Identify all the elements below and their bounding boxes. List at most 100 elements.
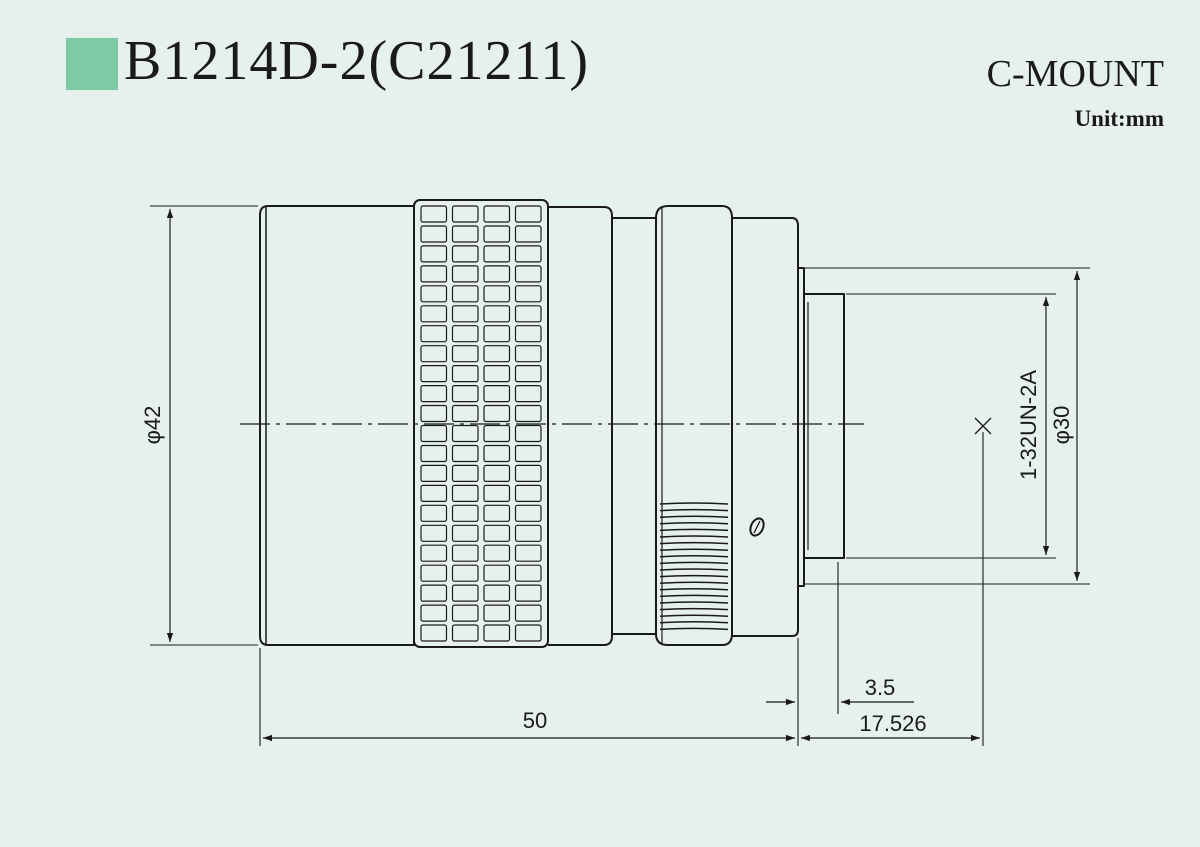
knurl-cell xyxy=(514,285,542,303)
aperture-rib xyxy=(659,502,729,505)
knurl-cell xyxy=(420,325,448,343)
knurl-cell xyxy=(451,444,479,463)
rear-body xyxy=(732,217,799,637)
aperture-ribs xyxy=(659,502,729,631)
dim-thread-label: 1-32UN-2A xyxy=(1016,370,1041,480)
knurl-cell xyxy=(514,385,542,403)
focal-point-mark xyxy=(974,417,992,435)
mid-barrel xyxy=(548,206,613,646)
knurl-cell xyxy=(451,325,479,343)
knurl-cell xyxy=(451,564,479,582)
knurl-cell xyxy=(514,584,542,602)
knurl-cell xyxy=(483,484,511,502)
knurl-cell xyxy=(483,245,511,263)
aperture-rib xyxy=(659,508,729,512)
knurl-cell xyxy=(451,245,479,263)
knurl-cell xyxy=(483,444,511,463)
aperture-rib xyxy=(659,548,729,551)
knurl-cell xyxy=(483,345,511,363)
knurl-cell xyxy=(483,305,511,323)
aperture-rib xyxy=(659,627,729,631)
knurl-cell xyxy=(451,504,479,522)
knurl-cell xyxy=(514,544,542,562)
knurl-cell xyxy=(514,444,542,463)
knurl-cell xyxy=(451,484,479,502)
knurl-cell xyxy=(420,385,448,403)
knurl-cell xyxy=(483,404,511,423)
knurl-cell xyxy=(514,225,542,243)
dim-50-label: 50 xyxy=(523,708,547,733)
knurl-cell xyxy=(420,504,448,522)
aperture-rib xyxy=(659,574,729,578)
knurl-cell xyxy=(514,404,542,423)
knurl-cell xyxy=(483,544,511,562)
knurl-cell xyxy=(420,245,448,263)
knurl-cell xyxy=(420,365,448,383)
aperture-rib xyxy=(659,528,729,532)
knurl-cell xyxy=(420,444,448,463)
mount-type-label: C-MOUNT xyxy=(986,53,1164,95)
aperture-rib xyxy=(659,581,729,584)
knurl-cell xyxy=(483,225,511,243)
knurl-cell xyxy=(420,205,448,223)
knurl-cell xyxy=(451,205,479,223)
knurl-cell xyxy=(514,245,542,263)
dim-phi30-label: φ30 xyxy=(1049,406,1074,445)
title-accent-square xyxy=(66,38,118,90)
knurl-cell xyxy=(451,385,479,403)
knurl-cell xyxy=(451,265,479,283)
knurl-grid xyxy=(420,205,542,642)
aperture-rib xyxy=(659,561,729,565)
aperture-rib xyxy=(659,568,729,571)
knurl-cell xyxy=(483,524,511,542)
knurl-cell xyxy=(420,464,448,482)
aperture-rib xyxy=(659,541,729,545)
aperture-rib xyxy=(659,601,729,604)
knurl-cell xyxy=(514,305,542,323)
front-barrel xyxy=(259,205,415,646)
knurl-cell xyxy=(483,265,511,283)
aperture-ring xyxy=(655,205,733,646)
knurl-cell xyxy=(514,504,542,522)
knurl-cell xyxy=(451,365,479,383)
knurl-cell xyxy=(420,265,448,283)
knurl-cell xyxy=(420,524,448,542)
knurl-cell xyxy=(514,205,542,223)
knurl-cell xyxy=(420,564,448,582)
aperture-rib xyxy=(659,555,729,558)
knurl-cell xyxy=(514,484,542,502)
knurl-cell xyxy=(420,305,448,323)
knurl-cell xyxy=(483,604,511,622)
knurl-cell xyxy=(483,564,511,582)
knurl-cell xyxy=(451,345,479,363)
knurl-cell xyxy=(514,345,542,363)
knurl-cell xyxy=(483,584,511,602)
knurl-cell xyxy=(420,484,448,502)
aperture-rib xyxy=(659,607,729,611)
knurl-cell xyxy=(514,424,542,443)
knurl-cell xyxy=(483,624,511,642)
knurl-cell xyxy=(420,404,448,423)
aperture-rib xyxy=(659,621,729,624)
knurl-cell xyxy=(420,225,448,243)
knurl-cell xyxy=(483,325,511,343)
knurl-cell xyxy=(451,464,479,482)
knurl-cell xyxy=(514,265,542,283)
knurl-cell xyxy=(483,424,511,443)
knurl-cell xyxy=(451,584,479,602)
knurl-cell xyxy=(451,544,479,562)
aperture-rib xyxy=(659,594,729,598)
knurl-cell xyxy=(420,604,448,622)
aperture-rib xyxy=(659,588,729,591)
knurl-cell xyxy=(514,325,542,343)
knurl-cell xyxy=(420,345,448,363)
lock-screw xyxy=(749,517,765,537)
knurl-cell xyxy=(514,464,542,482)
knurl-cell xyxy=(483,285,511,303)
knurl-cell xyxy=(451,285,479,303)
knurl-cell xyxy=(483,385,511,403)
knurl-cell xyxy=(483,365,511,383)
aperture-rib xyxy=(659,515,729,518)
knurl-cell xyxy=(514,365,542,383)
